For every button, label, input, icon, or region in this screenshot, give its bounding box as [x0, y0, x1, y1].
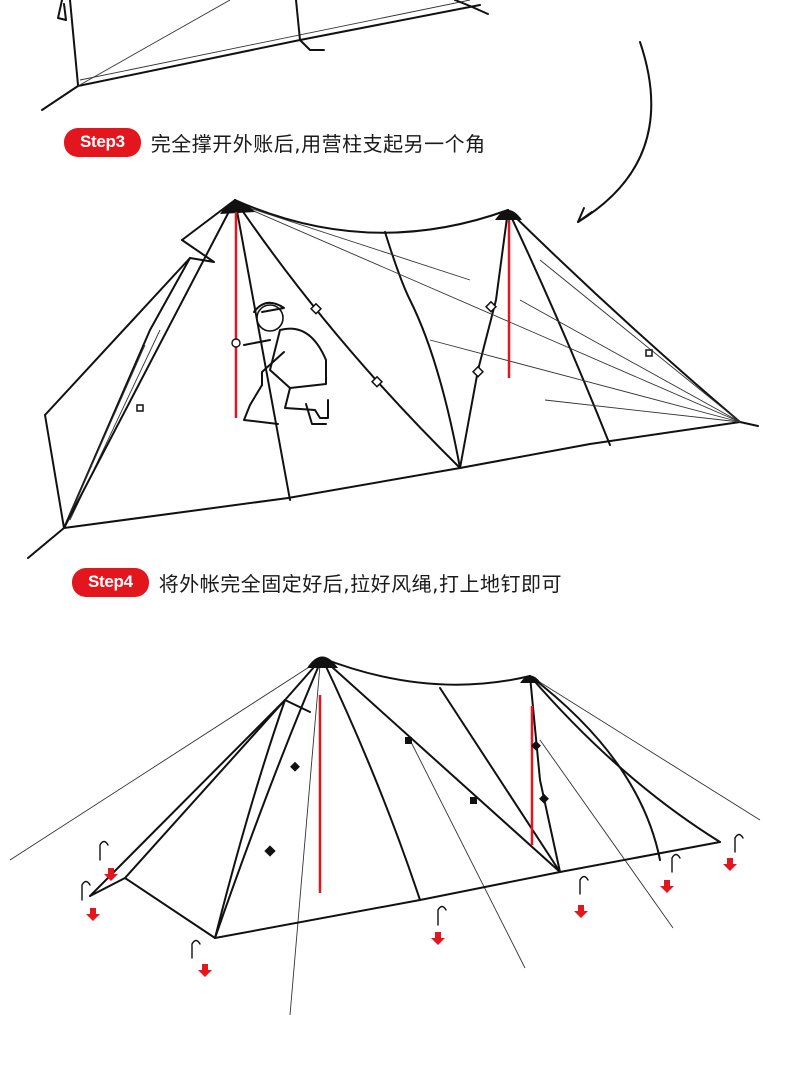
step3-heading: Step3 完全撑开外账后,用营柱支起另一个角	[64, 128, 486, 157]
step4-caption: 将外帐完全固定好后,拉好风绳,打上地钉即可	[158, 572, 563, 596]
red-arrows	[86, 858, 737, 977]
step3-tent	[27, 199, 759, 559]
step2-remnant	[41, 0, 653, 223]
step3-caption: 完全撑开外账后,用营柱支起另一个角	[150, 132, 486, 156]
ground-stakes	[81, 833, 744, 959]
step3-badge: Step3	[64, 128, 141, 157]
step4-tent	[9, 656, 761, 1016]
step4-badge: Step4	[72, 568, 149, 597]
step4-heading: Step4 将外帐完全固定好后,拉好风绳,打上地钉即可	[72, 568, 562, 597]
person-figure	[231, 301, 329, 425]
